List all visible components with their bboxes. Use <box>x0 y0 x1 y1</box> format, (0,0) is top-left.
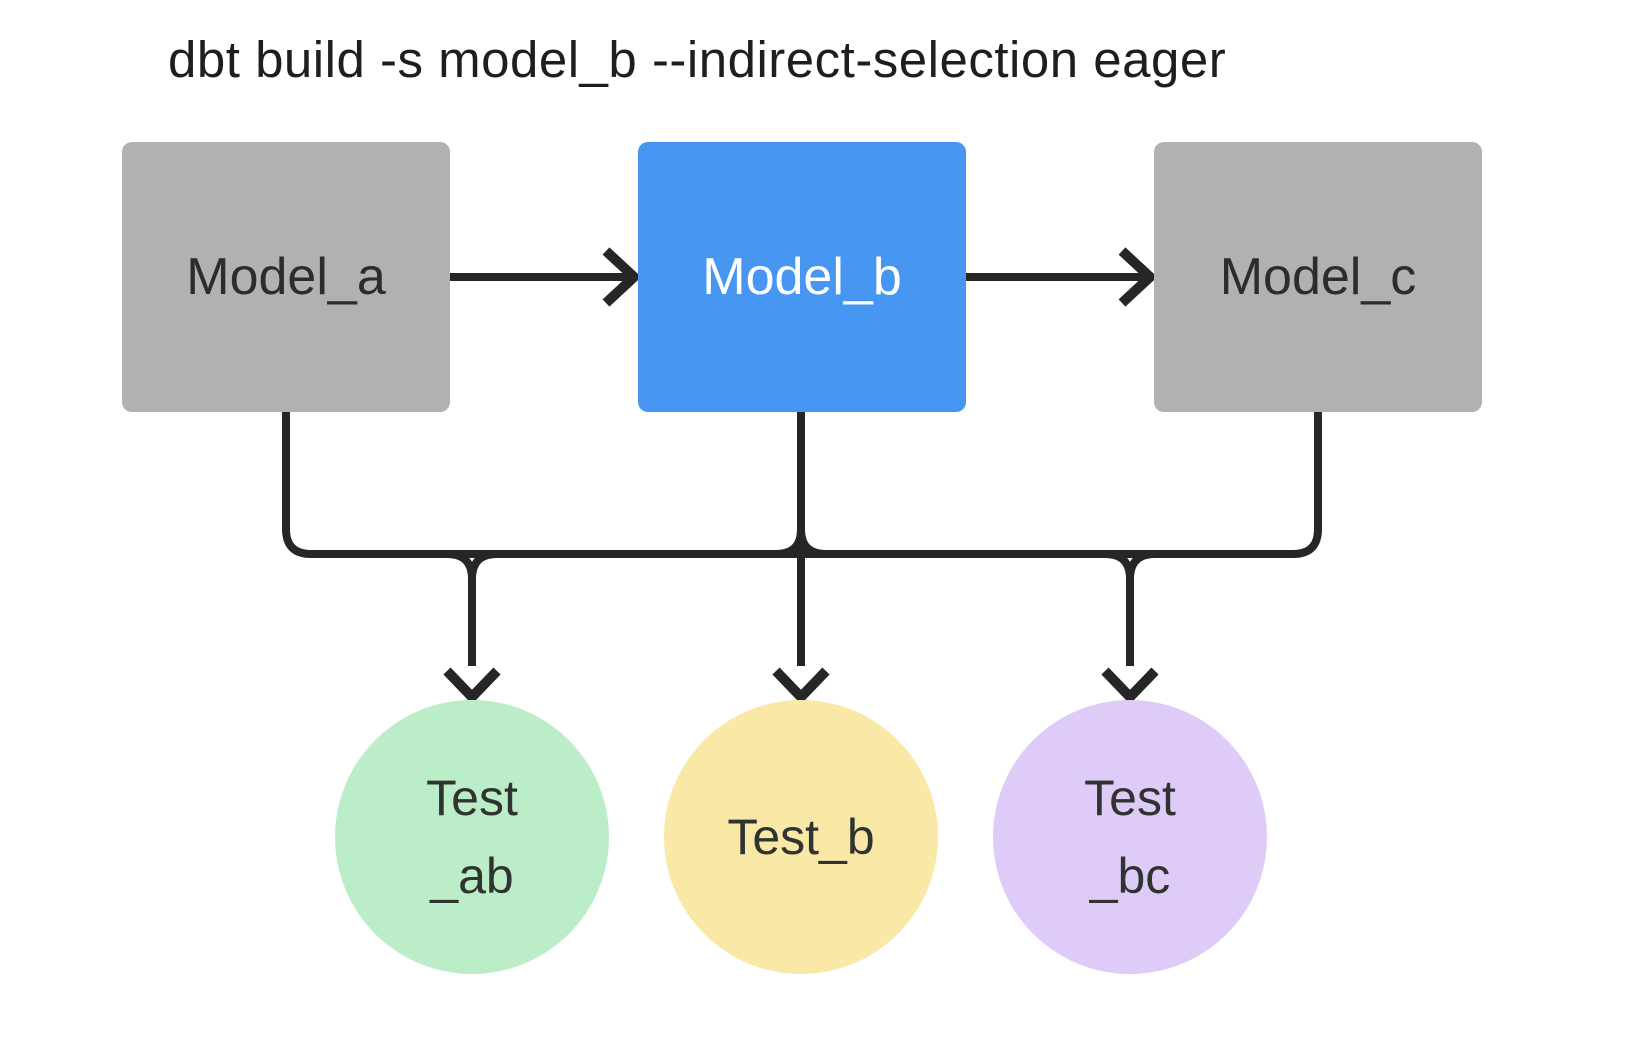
node-model-a-label: Model_a <box>186 248 386 306</box>
node-model-b: Model_b <box>638 142 966 412</box>
arrowhead-down-icon <box>443 667 501 705</box>
node-model-b-label: Model_b <box>702 248 902 306</box>
arrowhead-right-icon <box>1118 247 1158 307</box>
arrowhead-down-icon <box>772 667 830 705</box>
node-test-b: Test_b <box>664 700 938 974</box>
node-test-bc-label-line1: Test <box>1084 770 1176 826</box>
node-test-bc-label-line2: _bc <box>1089 848 1171 904</box>
edge-bus-to-test-bc <box>1104 550 1134 666</box>
arrowhead-right-icon <box>602 247 642 307</box>
edge-bus-to-test-ab <box>446 550 476 666</box>
node-model-c: Model_c <box>1154 142 1482 412</box>
arrowhead-down-icon <box>1101 667 1159 705</box>
node-test-ab-label-line1: Test <box>426 770 518 826</box>
node-test-bc: Test _bc <box>993 700 1267 974</box>
node-test-ab: Test _ab <box>335 700 609 974</box>
edge-bus-to-test-ab-fillet <box>468 550 498 580</box>
command-title: dbt build -s model_b --indirect-selectio… <box>168 31 1227 88</box>
node-test-ab-label-line2: _ab <box>430 848 514 904</box>
node-model-a: Model_a <box>122 142 450 412</box>
edge-model-b-bus-fillet-right <box>797 528 827 558</box>
node-model-c-label: Model_c <box>1219 248 1417 306</box>
node-test-b-label-line1: Test_b <box>727 809 875 865</box>
edge-bus-to-test-bc-fillet <box>1126 550 1156 580</box>
